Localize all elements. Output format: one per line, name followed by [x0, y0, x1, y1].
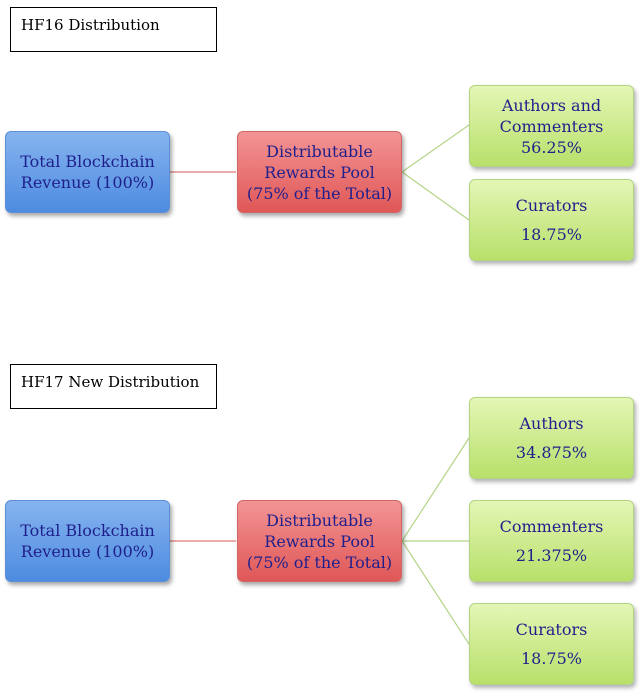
hf17-rewards-pool-node: Distributable Rewards Pool (75% of the T… [237, 500, 402, 582]
hf16-pool-to-authors-line [401, 124, 470, 173]
hf17-pool-line1: Distributable [266, 510, 373, 530]
hf16-source-line2: Revenue (100%) [20, 173, 155, 192]
hf16-pool-line3: (75% of the Total) [246, 183, 393, 203]
hf17-commenters-label: Commenters [499, 517, 604, 536]
hf17-authors-label: Authors [519, 414, 584, 433]
hf17-commenters-node: Commenters 21.375% [469, 500, 634, 582]
hf17-authors-node: Authors 34.875% [469, 397, 634, 479]
hf17-pool-line3: (75% of the Total) [246, 552, 393, 572]
hf17-source-line2: Revenue (100%) [20, 542, 155, 561]
hf17-authors-percent: 34.875% [515, 443, 588, 462]
hf17-curators-node: Curators 18.75% [469, 603, 634, 685]
hf17-title-box: HF17 New Distribution [10, 364, 217, 409]
hf17-curators-label: Curators [515, 620, 588, 639]
hf16-authors-line1: Authors and [501, 95, 602, 115]
hf16-authors-line2: Commenters [499, 116, 604, 136]
hf17-curators-percent: 18.75% [520, 649, 582, 668]
hf17-pool-to-authors-line [401, 437, 470, 542]
hf16-authors-commenters-node: Authors and Commenters 56.25% [469, 85, 634, 167]
hf16-curators-percent: 18.75% [520, 225, 582, 244]
hf16-source-line1: Total Blockchain [20, 152, 155, 171]
hf16-curators-node: Curators 18.75% [469, 179, 634, 261]
hf16-pool-line1: Distributable [266, 141, 373, 161]
hf16-total-revenue-node: Total Blockchain Revenue (100%) [5, 131, 170, 213]
hf17-title: HF17 New Distribution [21, 373, 200, 391]
hf16-curators-label: Curators [515, 196, 588, 215]
hf17-pool-line2: Rewards Pool [264, 531, 375, 551]
hf16-rewards-pool-node: Distributable Rewards Pool (75% of the T… [237, 131, 402, 213]
hf17-commenters-percent: 21.375% [515, 546, 588, 565]
hf16-title-box: HF16 Distribution [10, 7, 217, 52]
hf16-pool-line2: Rewards Pool [264, 162, 375, 182]
hf17-source-line1: Total Blockchain [20, 521, 155, 540]
hf16-title: HF16 Distribution [21, 16, 160, 34]
hf16-pool-to-curators-line [401, 171, 470, 221]
hf16-authors-percent: 56.25% [520, 137, 582, 157]
hf17-total-revenue-node: Total Blockchain Revenue (100%) [5, 500, 170, 582]
hf17-pool-to-curators-line [401, 540, 470, 645]
